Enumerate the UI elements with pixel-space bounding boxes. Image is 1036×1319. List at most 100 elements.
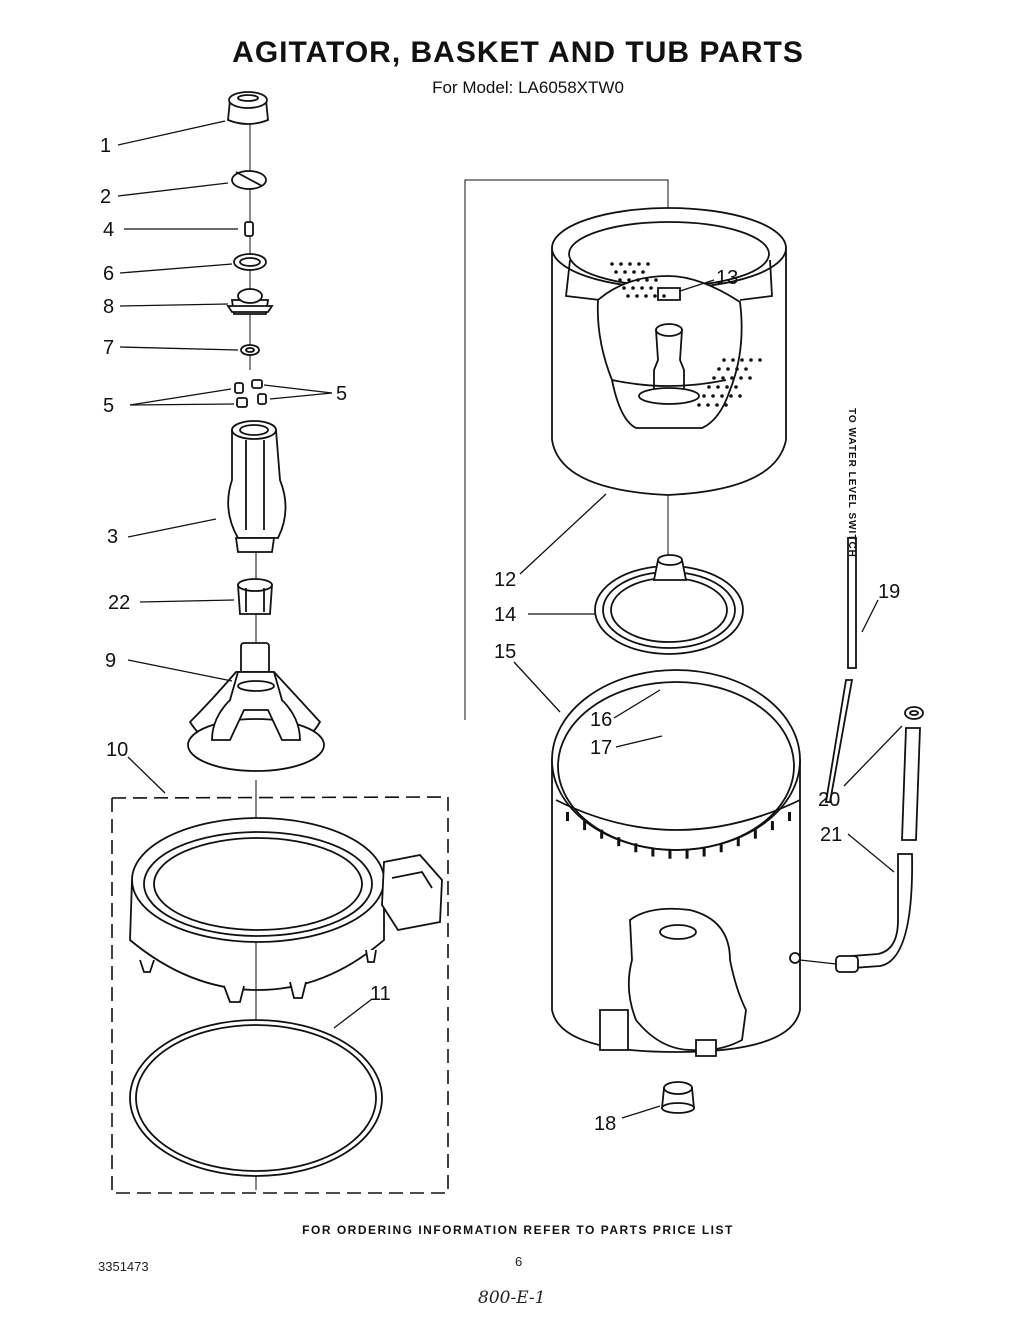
perforation-hole <box>622 286 626 290</box>
perforation-hole <box>631 286 635 290</box>
perforation-hole <box>738 394 742 398</box>
part-3-agitator-barrel <box>227 420 287 553</box>
callout-8: 8 <box>103 296 114 318</box>
perforation-hole <box>726 367 730 371</box>
part-5-dogs <box>234 379 267 408</box>
perforation-hole <box>716 385 720 389</box>
callout-5-left: 5 <box>103 395 114 417</box>
left-leader-lines <box>117 120 373 1029</box>
part-22-coupling <box>237 578 273 615</box>
part-15-outer-tub <box>551 669 801 1057</box>
perforation-hole <box>635 294 639 298</box>
handwritten-note: 800-E-1 <box>478 1288 546 1308</box>
model-subtitle: For Model: LA6058XTW0 <box>432 78 624 97</box>
perforation-hole <box>637 262 641 266</box>
part-21-drain-hose <box>799 727 921 973</box>
perforation-hole <box>712 376 716 380</box>
perforation-hole <box>646 262 650 266</box>
perforation-hole <box>626 294 630 298</box>
tub-rim-slot <box>770 821 774 831</box>
perforation-hole <box>627 278 631 282</box>
callout-11: 11 <box>370 983 391 1005</box>
perforation-hole <box>721 376 725 380</box>
page-number: 6 <box>515 1254 523 1269</box>
callout-19: 19 <box>878 581 900 603</box>
part-19-air-hose <box>824 537 857 803</box>
perforation-hole <box>748 376 752 380</box>
callout-18: 18 <box>594 1113 616 1135</box>
callout-9: 9 <box>105 650 116 672</box>
tub-rim-slot <box>702 847 706 857</box>
tub-rim-slot <box>668 849 672 859</box>
part-2-cap-seal <box>231 170 267 190</box>
perforation-hole <box>706 403 710 407</box>
perforation-hole <box>619 262 623 266</box>
perforation-hole <box>720 394 724 398</box>
perforation-hole <box>715 403 719 407</box>
tub-rim-slot <box>753 829 757 839</box>
right-leader-lines <box>513 279 903 1119</box>
tub-rim-slots <box>566 812 791 859</box>
callout-labels: 1 2 4 6 8 7 5 5 3 22 9 10 11 12 13 14 15… <box>100 135 900 1135</box>
tub-rim-slot <box>634 843 638 853</box>
part-10-tub-ring-assembly <box>111 796 449 1194</box>
callout-4: 4 <box>103 219 114 241</box>
perforation-hole <box>734 385 738 389</box>
part-4-plug <box>244 221 254 237</box>
callout-3: 3 <box>107 526 118 548</box>
callout-16: 16 <box>590 709 612 731</box>
callout-6: 6 <box>103 263 114 285</box>
callout-20: 20 <box>818 789 840 811</box>
perforation-hole <box>739 376 743 380</box>
tub-rim-slot <box>685 849 689 859</box>
perforation-hole <box>758 358 762 362</box>
basket-perforations <box>610 262 762 407</box>
perforation-hole <box>702 394 706 398</box>
perforation-hole <box>730 376 734 380</box>
perforation-hole <box>744 367 748 371</box>
perforation-hole <box>707 385 711 389</box>
part-14-basket-drive-plate <box>594 554 744 655</box>
callout-15: 15 <box>494 641 516 663</box>
perforation-hole <box>729 394 733 398</box>
perforation-hole <box>662 294 666 298</box>
callout-17: 17 <box>590 737 612 759</box>
part-11-tub-ring-gasket <box>129 1019 383 1177</box>
callout-13: 13 <box>716 267 738 289</box>
callout-22: 22 <box>108 592 130 614</box>
part-7-washer <box>240 344 260 356</box>
perforation-hole <box>618 278 622 282</box>
perforation-hole <box>628 262 632 266</box>
perforation-hole <box>654 278 658 282</box>
callout-21: 21 <box>820 824 842 846</box>
tub-rim-slot <box>719 843 723 853</box>
perforation-hole <box>623 270 627 274</box>
page-title: AGITATOR, BASKET AND TUB PARTS <box>232 36 804 69</box>
perforation-hole <box>717 367 721 371</box>
perforation-hole <box>632 270 636 274</box>
part-1-agitator-cap <box>227 91 269 125</box>
perforation-hole <box>711 394 715 398</box>
perforation-hole <box>636 278 640 282</box>
callout-10: 10 <box>106 739 128 761</box>
perforation-hole <box>641 270 645 274</box>
ordering-info-footer: FOR ORDERING INFORMATION REFER TO PARTS … <box>302 1223 734 1237</box>
perforation-hole <box>722 358 726 362</box>
part-9-agitator-base <box>187 642 325 772</box>
callout-2: 2 <box>100 186 111 208</box>
perforation-hole <box>731 358 735 362</box>
perforation-hole <box>697 403 701 407</box>
perforation-hole <box>644 294 648 298</box>
tub-rim-slot <box>651 847 655 857</box>
document-number: 3351473 <box>98 1259 149 1274</box>
perforation-hole <box>653 294 657 298</box>
perforation-hole <box>645 278 649 282</box>
perforation-hole <box>740 358 744 362</box>
tub-rim-slot <box>566 812 569 821</box>
callout-5-right: 5 <box>336 383 347 405</box>
part-20-hose-clamp <box>904 706 924 720</box>
tub-rim-slot <box>736 837 740 847</box>
callout-12: 12 <box>494 569 516 591</box>
part-18-tub-outlet-plug <box>661 1081 695 1114</box>
